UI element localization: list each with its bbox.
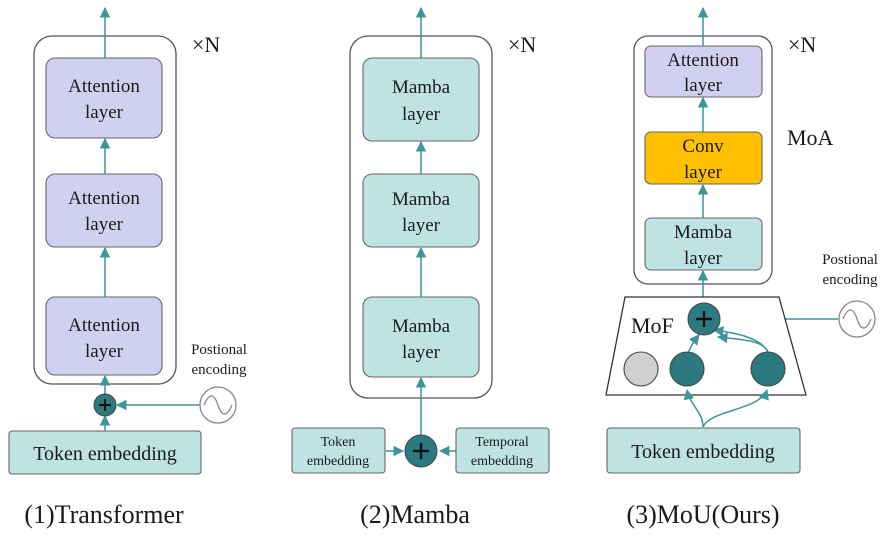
transformer-panel: ×N Attention layer Attention layer Atten… [8, 6, 247, 529]
mamba-caption: (2)Mamba [360, 500, 470, 529]
svg-text:Attention: Attention [68, 76, 140, 97]
sine-wave-icon [199, 386, 237, 424]
svg-text:layer: layer [85, 214, 124, 235]
svg-text:Temporal: Temporal [475, 435, 529, 450]
mou-caption: (3)MoU(Ours) [626, 500, 779, 529]
transformer-repeat-label: ×N [192, 32, 220, 57]
svg-text:layer: layer [684, 162, 723, 183]
sine-wave-icon [838, 300, 876, 338]
add-operator [93, 393, 117, 417]
svg-text:Attention: Attention [68, 188, 140, 209]
svg-text:layer: layer [684, 248, 723, 269]
conv-layer: Conv layer [644, 131, 763, 185]
expert-node [669, 351, 705, 387]
mamba-layer: Mamba layer [362, 296, 480, 378]
mou-panel: ×N MoA Attention layer Conv layer Mamba … [605, 6, 878, 529]
svg-text:layer: layer [85, 102, 124, 123]
svg-text:layer: layer [85, 341, 124, 362]
svg-text:Attention: Attention [68, 315, 140, 336]
attention-layer: Attention layer [45, 57, 163, 139]
svg-text:Mamba: Mamba [392, 316, 451, 337]
temporal-embedding-box: Temporal embedding [455, 427, 550, 474]
token-embedding-box: Token embedding [291, 427, 386, 474]
mamba-panel: ×N Mamba layer Mamba layer Mamba layer [291, 6, 550, 529]
svg-text:Token embedding: Token embedding [33, 443, 177, 465]
attention-layer: Attention layer [644, 45, 763, 98]
token-embedding-box: Token embedding [8, 430, 202, 475]
svg-text:Mamba: Mamba [392, 77, 451, 98]
svg-text:Attention: Attention [667, 50, 739, 71]
expert-node-inactive [623, 351, 659, 387]
attention-layer: Attention layer [45, 296, 163, 376]
svg-text:Mamba: Mamba [392, 189, 451, 210]
add-operator [404, 434, 438, 468]
arrow [683, 388, 704, 428]
positional-encoding-label: Postional [191, 342, 247, 358]
positional-encoding-label: Postional [822, 252, 878, 268]
moa-label: MoA [787, 125, 834, 150]
transformer-caption: (1)Transformer [24, 500, 184, 529]
svg-text:embedding: embedding [471, 454, 533, 469]
mamba-layer: Mamba layer [644, 217, 763, 271]
mof-label: MoF [631, 313, 674, 338]
arrow [702, 389, 769, 428]
arrow [716, 332, 769, 353]
svg-text:Mamba: Mamba [674, 222, 733, 243]
positional-encoding-label: encoding [823, 272, 878, 288]
svg-text:Conv: Conv [682, 136, 724, 157]
svg-text:layer: layer [402, 342, 441, 363]
svg-text:layer: layer [402, 215, 441, 236]
svg-text:Token: Token [321, 435, 356, 450]
positional-encoding-label: encoding [192, 362, 247, 378]
mamba-layer: Mamba layer [362, 173, 480, 248]
svg-text:layer: layer [684, 75, 723, 96]
mou-repeat-label: ×N [788, 32, 816, 57]
expert-node [750, 351, 786, 387]
attention-layer: Attention layer [45, 173, 163, 248]
add-operator [687, 302, 721, 336]
svg-text:layer: layer [402, 104, 441, 125]
mamba-repeat-label: ×N [508, 32, 536, 57]
svg-text:embedding: embedding [307, 454, 369, 469]
token-embedding-box: Token embedding [606, 427, 801, 474]
svg-text:Token embedding: Token embedding [631, 441, 775, 463]
mamba-layer: Mamba layer [362, 57, 480, 142]
